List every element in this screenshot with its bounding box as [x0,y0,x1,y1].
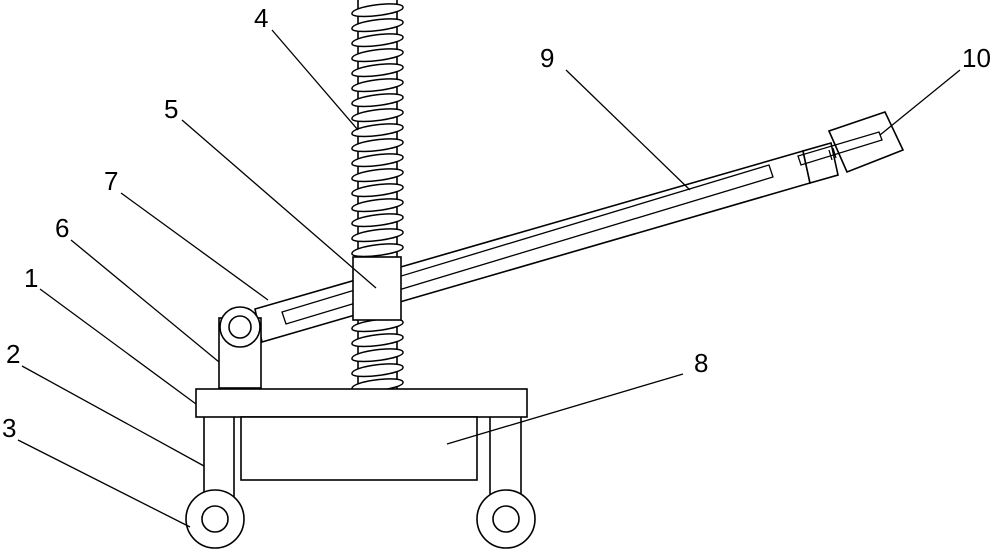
leader-lines [17,29,961,528]
leader-10 [879,69,961,136]
screw-rod [351,0,404,393]
leader-4 [271,29,359,131]
label-1: 1 [24,263,38,293]
storage-box [240,416,478,481]
leader-6 [70,239,220,363]
arm-slot [281,164,774,325]
thread-coil [351,78,404,93]
thread-coil [351,33,404,48]
left-wheel [185,489,245,549]
thread-coil [351,363,404,378]
screw-threads [351,3,404,393]
thread-coil [351,18,404,33]
hinge-support [218,306,262,389]
thread-coil [351,333,404,348]
thread-coil [351,213,404,228]
thread-coil [351,3,404,18]
leader-3 [17,439,191,528]
leader-7 [120,192,269,301]
label-9: 9 [540,43,554,73]
label-6: 6 [55,213,69,243]
part-labels: 1 2 3 4 5 6 7 8 9 10 [2,3,991,443]
label-7: 7 [104,166,118,196]
thread-coil [351,198,404,213]
label-3: 3 [2,413,16,443]
thread-coil [351,153,404,168]
label-10: 10 [962,43,991,73]
thread-coil [351,63,404,78]
thread-coil [351,93,404,108]
leader-5 [181,119,377,289]
thread-coil [351,123,404,138]
leader-2 [21,365,205,467]
left-leg [203,417,235,505]
label-2: 2 [6,339,20,369]
right-wheel [476,489,536,549]
leader-9 [565,69,691,191]
end-piece [797,111,905,185]
leader-8 [446,373,684,445]
thread-coil [351,228,404,243]
leader-1 [39,288,197,405]
thread-coil [351,138,404,153]
thread-coil [351,243,404,258]
sliding-block [352,256,402,321]
label-5: 5 [164,94,178,124]
thread-coil [351,48,404,63]
base-plate [195,388,528,418]
thread-coil [351,183,404,198]
thread-coil [351,318,404,333]
label-8: 8 [694,348,708,378]
thread-coil [351,348,404,363]
label-4: 4 [254,3,268,33]
thread-coil [351,108,404,123]
inclined-arm [254,149,811,344]
thread-coil [351,168,404,183]
